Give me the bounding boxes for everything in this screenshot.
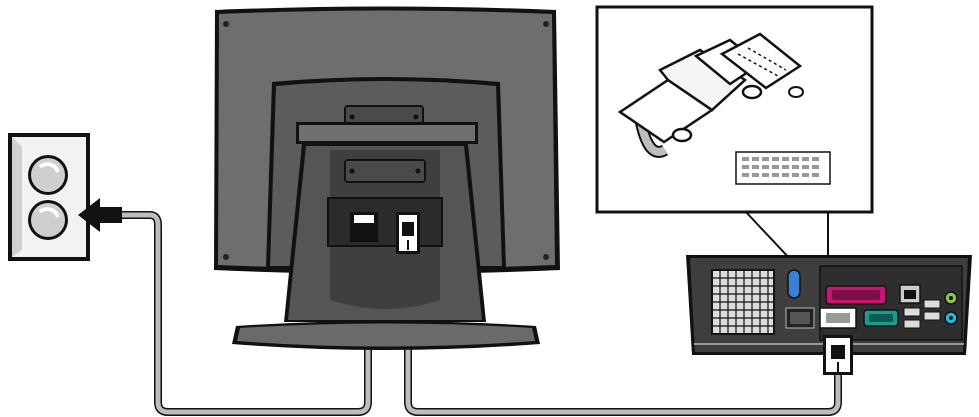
wall-outlet xyxy=(8,133,122,261)
power-plug-arrow-icon xyxy=(78,198,122,232)
audio-jacks xyxy=(944,291,958,325)
power-cable-line xyxy=(122,212,371,415)
outlet-socket-bottom xyxy=(28,200,68,240)
usb-ports xyxy=(903,299,941,329)
video-plug-icon xyxy=(823,335,853,375)
monitor-video-connector xyxy=(396,212,420,254)
usb-port-icon xyxy=(787,269,801,299)
dvi-socket-icon xyxy=(719,32,804,98)
fan-vent-grille xyxy=(711,269,775,335)
dvi-connector-inset xyxy=(595,5,874,311)
computer-video-port xyxy=(819,307,857,329)
computer xyxy=(686,255,972,375)
power-cable xyxy=(122,211,372,416)
dvi-port-face-icon xyxy=(735,151,831,185)
monitor xyxy=(214,6,560,350)
monitor-base xyxy=(237,323,535,347)
outlet-socket-top xyxy=(28,155,68,195)
screw-icon xyxy=(223,254,229,260)
video-cable xyxy=(404,254,842,416)
network-port xyxy=(899,284,921,304)
screw-icon xyxy=(543,21,549,27)
screw-icon xyxy=(543,254,549,260)
video-cable-line xyxy=(405,254,841,415)
monitor-connector-panel xyxy=(327,197,443,247)
parallel-port xyxy=(825,285,887,305)
stand-hinge-bar xyxy=(299,125,475,141)
monitor-power-port xyxy=(350,212,378,242)
screw-icon xyxy=(223,21,229,27)
serial-port xyxy=(863,309,899,327)
dvi-plug-icon xyxy=(617,38,763,144)
